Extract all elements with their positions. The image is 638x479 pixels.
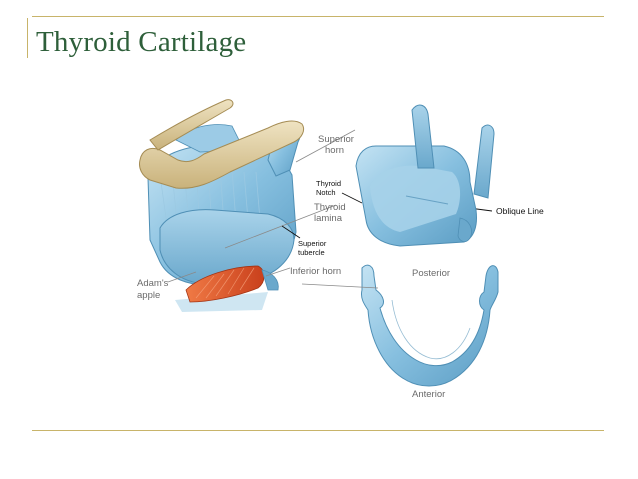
label-thyroid-notch-2: Notch (316, 188, 336, 197)
label-superior-horn-2: horn (325, 145, 344, 156)
label-superior-tubercle-2: tubercle (298, 248, 325, 257)
leader-lines-lower (301, 283, 379, 289)
lateral-lamina-inner (370, 165, 461, 232)
u-shape-inner-shadow (391, 299, 471, 360)
label-posterior: Posterior (412, 268, 450, 279)
label-oblique-line: Oblique Line (496, 206, 544, 216)
inferior-horn-shape (261, 269, 279, 291)
thyroid-cartilage-lateral-view (355, 104, 495, 247)
muscle-striations (195, 267, 255, 299)
label-superior-horn-1: Superior (318, 134, 354, 145)
label-adams-apple-1: Adam's (137, 278, 169, 289)
leader-lines-left (167, 129, 356, 283)
label-thyroid-lamina-2: lamina (314, 213, 343, 224)
lateral-inferior-horn (457, 217, 472, 242)
label-thyroid-lamina-1: Thyroid (314, 202, 346, 213)
cricothyroid-muscle-shape (185, 265, 265, 303)
left-rule (27, 18, 28, 58)
label-thyroid-notch-1: Thyroid (316, 179, 341, 188)
slide-title: Thyroid Cartilage (36, 26, 247, 58)
lateral-superior-horn-right (473, 124, 495, 199)
lateral-superior-horn-left (411, 104, 435, 169)
u-shape-cartilage (361, 264, 499, 387)
top-rule (32, 16, 604, 17)
label-anterior: Anterior (412, 389, 445, 400)
label-adams-apple-2: apple (137, 290, 160, 301)
label-superior-tubercle-1: Superior (298, 239, 327, 248)
bottom-rule (32, 430, 604, 431)
larynx-anterolateral-view (139, 99, 305, 312)
oblique-line-label-bg (492, 204, 558, 218)
trachea-shape (175, 292, 268, 312)
oblique-line-mark (405, 195, 449, 205)
label-inferior-horn: Inferior horn (290, 266, 341, 277)
thyroid-cartilage-superior-view (361, 264, 499, 387)
hyoid-bone-shape (139, 120, 305, 189)
hyoid-greater-horn-shape (149, 99, 234, 151)
